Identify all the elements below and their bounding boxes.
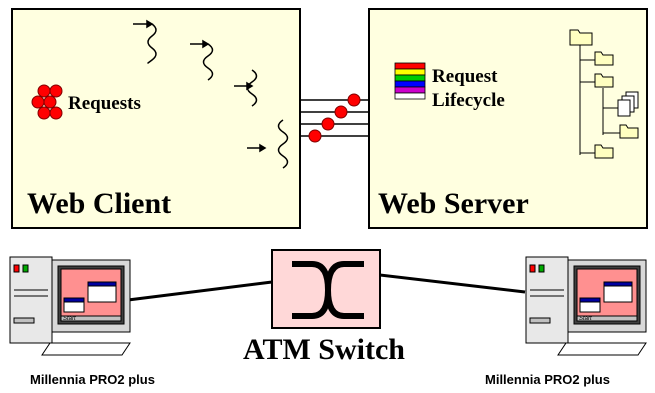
computer-right-icon: [525, 256, 647, 356]
start-label-right: Start: [579, 316, 592, 322]
thread-icon-3: [234, 69, 258, 107]
lifecycle-label-line1: Request: [432, 66, 498, 87]
computer-left-label: Millennia PRO2 plus: [30, 372, 155, 387]
computer-right-label: Millennia PRO2 plus: [485, 372, 610, 387]
folder-tree-icon: [579, 44, 620, 155]
web-server-title: Web Server: [378, 187, 529, 220]
link-left: [127, 280, 273, 302]
thread-icon-4: [247, 119, 289, 169]
thread-icon-1: [133, 19, 157, 64]
folder-icons: [569, 29, 639, 159]
atm-switch-label: ATM Switch: [243, 333, 405, 366]
link-right: [379, 273, 526, 294]
documents-icon: [617, 91, 639, 117]
lifecycle-icon: [394, 62, 426, 100]
web-client-title: Web Client: [27, 187, 172, 220]
web-server-box: Request Lifecycle Web Server: [368, 8, 648, 229]
requests-icon: [31, 84, 63, 120]
connection-dots: [308, 93, 361, 143]
atm-switch-icon: [271, 249, 381, 329]
lifecycle-label-line2: Lifecycle: [432, 90, 505, 111]
start-label-left: Start: [63, 316, 76, 322]
thread-icon-2: [190, 39, 214, 81]
computer-left-icon: [9, 256, 131, 356]
requests-label: Requests: [68, 93, 141, 114]
